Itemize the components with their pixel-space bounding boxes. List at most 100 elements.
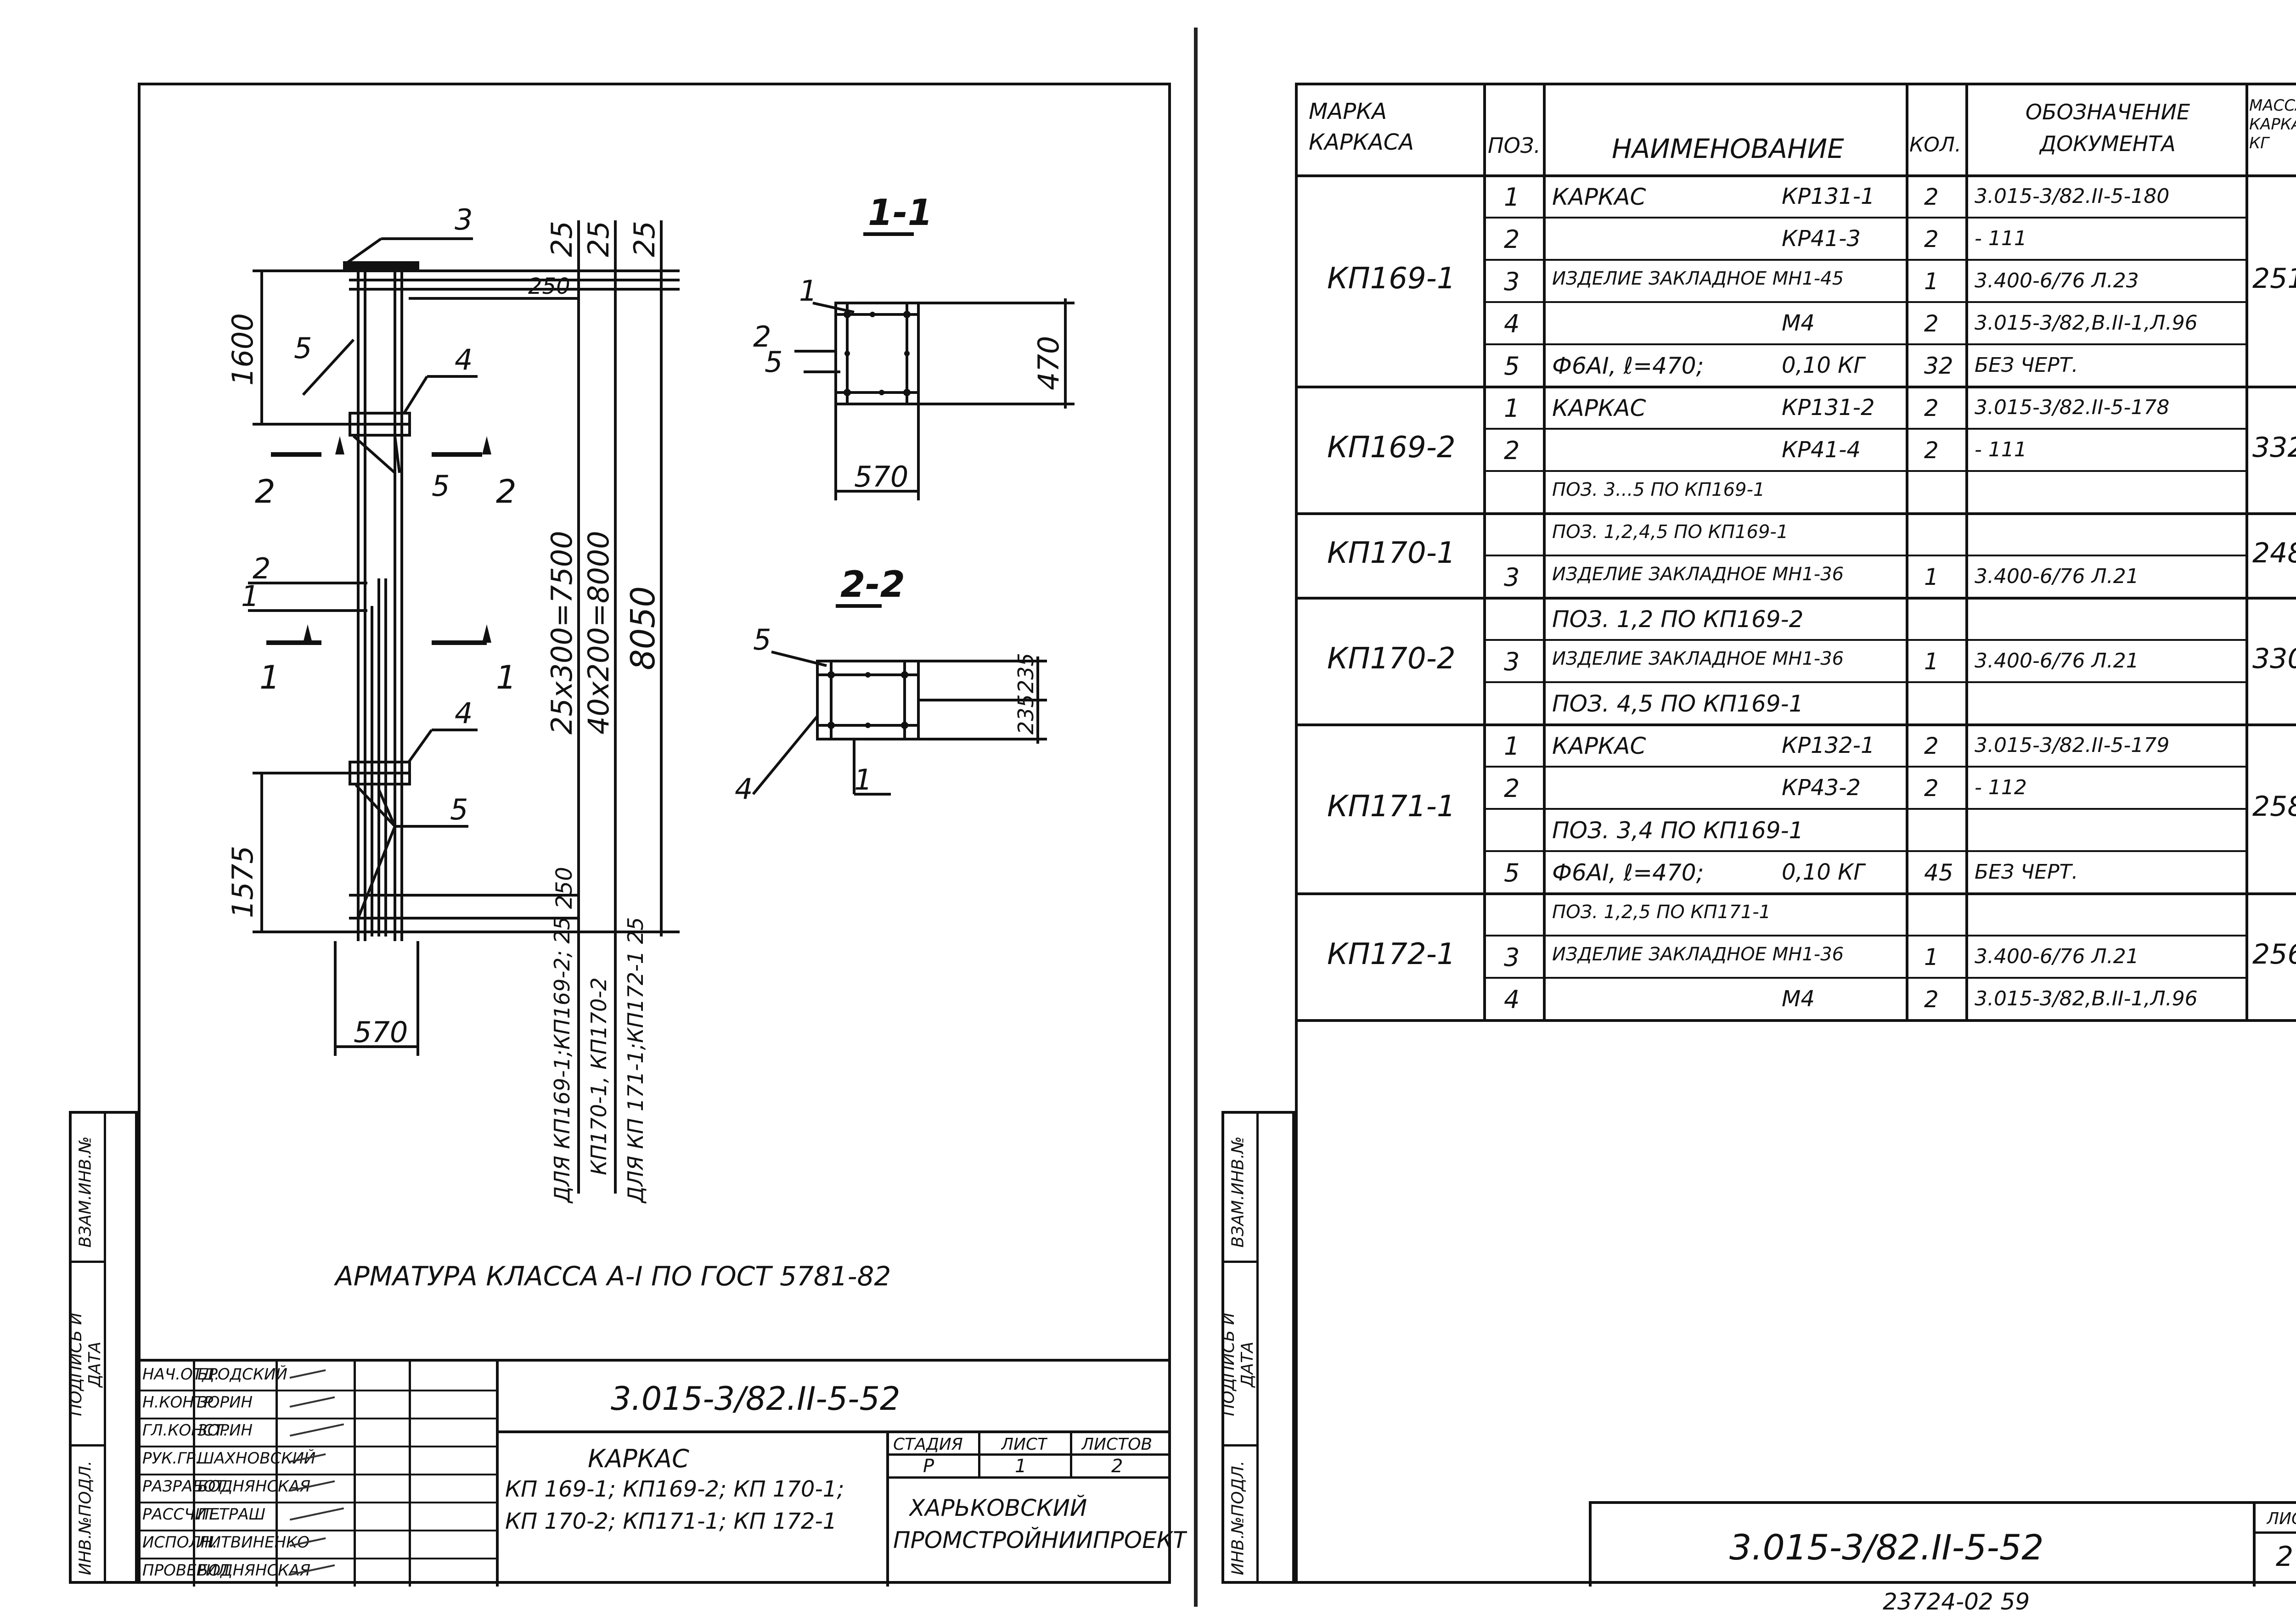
role-title: ПРОВЕРИЛ <box>142 1561 230 1580</box>
s2-callout-1: 1 <box>854 763 872 796</box>
spec-code: КР131-2 <box>1782 395 1875 421</box>
spec-doc: 3.015-3/82.II-5-179 <box>1975 734 2170 757</box>
spec-pos: 1 <box>1504 394 1520 423</box>
vertical-note-2: КП170-1, КП170-2 <box>586 977 611 1175</box>
right-title-block: 3.015-3/82.II-5-52 ЛИСТ 2 <box>1589 1501 2296 1587</box>
spec-doc: БЕЗ ЧЕРТ. <box>1975 860 2078 884</box>
spec-mass: 248,9 <box>2252 537 2296 569</box>
spec-doc: 3.015-3/82.II-5-178 <box>1975 396 2170 419</box>
spec-qty: 1 <box>1924 564 1939 590</box>
role-title: РАССЧИТ. <box>142 1505 221 1524</box>
spec-code: М4 <box>1782 310 1815 336</box>
vertical-note-3: ДЛЯ КП 171-1;КП172-1 25 <box>623 917 648 1204</box>
spec-mass: 251,2 <box>2252 263 2296 295</box>
header-pos: ПОЗ. <box>1488 133 1541 158</box>
dim-8000: 40x200=8000 <box>582 531 615 735</box>
spec-code: КР131-1 <box>1782 184 1875 209</box>
spec-pos: 2 <box>1504 225 1520 254</box>
callout-5-b: 5 <box>432 469 450 503</box>
spec-doc: - 112 <box>1975 776 2027 799</box>
left-strip-sign: ПОДПИСЬ И ДАТА <box>67 1312 104 1416</box>
spec-name: ПОЗ. 1,2,5 ПО КП171-1 <box>1552 902 1771 923</box>
dim-250-bottom: 250 <box>551 867 577 909</box>
row-divider <box>1483 850 2245 852</box>
spec-name: Ф6АI, ℓ=470; <box>1552 859 1704 886</box>
drawing-note: АРМАТУРА КЛАССА А-I ПО ГОСТ 5781-82 <box>333 1261 891 1292</box>
row-divider <box>1483 808 2245 810</box>
dim-25-b: 25 <box>582 221 615 257</box>
spec-code: М4 <box>1782 986 1815 1012</box>
product-name-1: КАРКАС <box>588 1444 689 1473</box>
left-strip-inv: ИНВ.№ПОДЛ. <box>76 1460 95 1576</box>
spec-qty: 2 <box>1924 986 1939 1013</box>
callout-5-a: 5 <box>294 331 312 365</box>
spec-name: ИЗДЕЛИЕ ЗАКЛАДНОЕ МН1-45 <box>1552 268 1844 289</box>
spec-doc: 3.015-3/82.II-5-180 <box>1975 185 2170 208</box>
spec-mass: 332,8 <box>2252 432 2296 464</box>
header-mass: МАССА КАРКАСА, КГ <box>2249 96 2296 152</box>
spec-pos: 2 <box>1504 774 1520 803</box>
spec-doc: 3.400-6/76 Л.21 <box>1975 649 2139 673</box>
role-person: ЗОРИН <box>197 1421 253 1440</box>
spec-code: КР41-3 <box>1782 226 1861 252</box>
group-divider <box>1295 892 2296 895</box>
bottom-stamp: 23724-02 59 <box>1883 1588 2030 1615</box>
dim-25-a: 25 <box>545 221 579 257</box>
row-divider <box>1483 301 2245 303</box>
group-divider <box>1295 386 2296 388</box>
callout-1-a: 1 <box>241 579 259 613</box>
s1-callout-2: 2 <box>753 320 771 353</box>
spec-name: ПОЗ. 3...5 ПО КП169-1 <box>1552 479 1765 500</box>
spec-doc: 3.400-6/76 Л.23 <box>1975 269 2139 292</box>
spec-pos: 3 <box>1504 267 1520 296</box>
dim-1575: 1575 <box>226 846 259 918</box>
row-divider <box>1483 766 2245 768</box>
right-sheet-frame <box>1295 83 2296 1584</box>
left-doc-code: 3.015-3/82.II-5-52 <box>611 1380 900 1418</box>
spec-qty: 2 <box>1924 395 1939 421</box>
callout-4-b: 4 <box>455 696 473 730</box>
header-name: НАИМЕНОВАНИЕ <box>1612 133 1844 164</box>
spec-mark: КП172-1 <box>1327 937 1456 971</box>
spec-qty: 2 <box>1924 775 1939 802</box>
spec-code: КР132-1 <box>1782 733 1875 758</box>
spec-name: ИЗДЕЛИЕ ЗАКЛАДНОЕ МН1-36 <box>1552 564 1844 585</box>
role-title: Н.КОНТР. <box>142 1393 218 1412</box>
column-divider <box>1906 83 1908 1019</box>
dim-235-a: 235 <box>1013 694 1038 735</box>
callout-1-c: 1 <box>496 659 517 696</box>
left-sheet-frame <box>138 83 1171 1584</box>
spec-qty: 2 <box>1924 437 1939 464</box>
group-divider <box>1295 512 2296 515</box>
role-person: ШАХНОВСКИЙ <box>197 1449 316 1468</box>
spec-doc: - 111 <box>1975 438 2027 461</box>
spec-doc: - 111 <box>1975 227 2027 250</box>
column-divider <box>2245 83 2248 1019</box>
role-title: РАЗРАБОТ. <box>142 1477 230 1496</box>
role-person: БРОДСКИЙ <box>197 1365 287 1384</box>
spec-qty: 2 <box>1924 310 1939 337</box>
sheets-value: 2 <box>1111 1456 1123 1477</box>
product-name-2: КП 169-1; КП169-2; КП 170-1; <box>505 1476 844 1502</box>
drawing-labels: 3 5 4 2 5 2 2 1 1 1 4 5 1-1 2-2 1 2 5 5 … <box>226 192 1065 1204</box>
spec-pos: 1 <box>1504 732 1520 761</box>
row-divider <box>1483 977 2245 979</box>
spec-qty: 1 <box>1924 268 1939 295</box>
dim-25-c: 25 <box>628 221 661 257</box>
spec-doc: 3.400-6/76 Л.21 <box>1975 945 2139 968</box>
org-line-1: ХАРЬКОВСКИЙ <box>909 1495 1087 1521</box>
right-sheet-number: 2 <box>2276 1541 2294 1573</box>
spec-mass: 258,5 <box>2252 791 2296 823</box>
spec-code: 0,10 КГ <box>1782 353 1866 378</box>
spec-code: 0,10 КГ <box>1782 859 1866 885</box>
spec-qty: 45 <box>1924 859 1953 886</box>
product-name-3: КП 170-2; КП171-1; КП 172-1 <box>505 1508 837 1534</box>
s2-callout-4: 4 <box>735 772 753 806</box>
left-strip-vzam: ВЗАМ.ИНВ.№ <box>76 1136 95 1248</box>
right-strip-inv: ИНВ.№ПОДЛ. <box>1228 1460 1248 1576</box>
callout-2-b: 2 <box>496 473 517 510</box>
role-title: НАЧ.ОТД. <box>142 1365 219 1384</box>
spec-mark: КП169-2 <box>1327 431 1456 465</box>
